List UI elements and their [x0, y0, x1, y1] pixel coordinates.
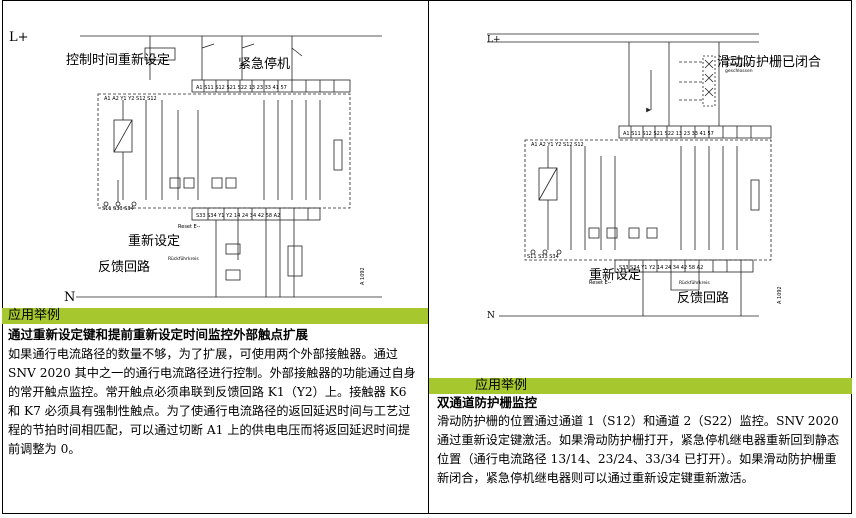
right-panel: A1 S11 S12 S21 S22 13 23 33 41 57 S33 S3… [429, 0, 852, 514]
svg-text:Reset E--: Reset E-- [589, 280, 612, 286]
left-label-line-plus: L+ [9, 30, 29, 45]
svg-text:S33 S34 Y1 Y2 14 24 34 42 58 A: S33 S34 Y1 Y2 14 24 34 42 58 A2 [196, 213, 280, 219]
svg-text:A1 A2 Y1 Y2 S12 S12: A1 A2 Y1 Y2 S12 S12 [531, 142, 584, 148]
left-label-emergency-stop: 紧急停机 [238, 57, 291, 72]
svg-text:S11 S33 S34: S11 S33 S34 [527, 254, 559, 260]
svg-text:S11 S33 S34: S11 S33 S34 [102, 206, 134, 212]
svg-text:Rückführkreis: Rückführkreis [679, 280, 710, 286]
left-label-reset: 重新设定 [128, 234, 181, 249]
left-paragraph: 如果通行电流路径的数量不够，为了扩展，可使用两个外部接触器。通过 SNV 202… [8, 347, 416, 456]
svg-text:A1 S11 S12 S21 S22 13 23 33 41: A1 S11 S12 S21 S22 13 23 33 41 57 [196, 85, 287, 91]
right-label-feedback-loop: 反馈回路 [677, 291, 730, 306]
right-label-line-minus: N [487, 311, 495, 321]
svg-text:S33 S34 Y1 Y2 14 24 34 42 58 A: S33 S34 Y1 Y2 14 24 34 42 58 A2 [619, 265, 703, 271]
svg-text:geschlossen: geschlossen [725, 68, 753, 74]
left-label-feedback-loop: 反馈回路 [98, 260, 151, 275]
left-label-control-time-reset: 控制时间重新设定 [66, 53, 171, 68]
column-divider [428, 0, 429, 514]
svg-text:Rückführkreis: Rückführkreis [168, 256, 199, 262]
svg-text:A1 A2 Y1 Y2 S12 S12: A1 A2 Y1 Y2 S12 S12 [104, 96, 157, 102]
svg-text:A1 S11 S12 S21 S22 13 23 33 41: A1 S11 S12 S21 S22 13 23 33 41 57 [623, 131, 714, 137]
left-panel: A1 A2 Y1 Y2 S12 S12 A1 S11 S12 S21 S22 1… [2, 0, 428, 514]
left-label-line-minus: N [64, 290, 76, 305]
right-label-line-plus: L+ [487, 35, 501, 45]
svg-text:Reset E--: Reset E-- [178, 224, 201, 230]
left-circuit-diagram: A1 A2 Y1 Y2 S12 S12 A1 S11 S12 S21 S22 1… [76, 35, 382, 298]
svg-text:schutzgitter: schutzgitter [725, 62, 752, 68]
right-section-heading: 应用举例 [429, 378, 852, 394]
svg-text:A 1092: A 1092 [360, 267, 366, 285]
right-label-reset: 重新设定 [589, 268, 642, 283]
left-section-heading: 应用举例 [2, 308, 428, 324]
svg-text:A 1092: A 1092 [777, 286, 783, 304]
right-circuit-diagram: A1 S11 S12 S21 S22 13 23 33 41 57 S33 S3… [487, 33, 783, 317]
left-subtitle: 通过重新设定键和提前重新设定时间监控外部触点扩展 [8, 327, 309, 342]
svg-text:Schiebe-: Schiebe- [725, 56, 745, 62]
right-paragraph: 滑动防护栅的位置通过通道 1（S12）和通道 2（S22）监控。SNV 2020… [437, 414, 840, 485]
right-label-guard-closed: 滑动防护栅已闭合 [717, 55, 822, 70]
right-subtitle: 双通道防护栅监控 [437, 395, 538, 410]
